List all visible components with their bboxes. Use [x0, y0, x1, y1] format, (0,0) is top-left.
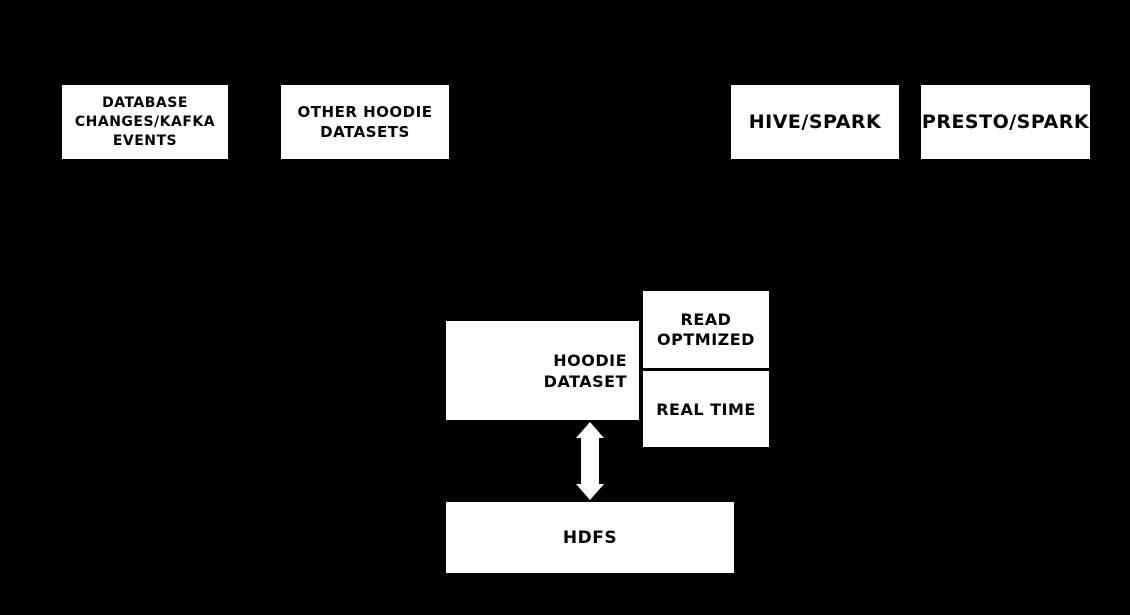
node-hoodie-dataset: HOODIE DATASET: [446, 321, 639, 420]
node-label: READ OPTMIZED: [657, 309, 755, 349]
node-hive-spark: HIVE/SPARK: [731, 85, 899, 159]
node-label: OTHER HOODIE DATASETS: [297, 103, 433, 141]
node-label: REAL TIME: [656, 399, 756, 419]
node-presto-spark: PRESTO/SPARK: [921, 85, 1090, 159]
vertical-double-arrow-icon: [576, 422, 604, 500]
node-label: PRESTO/SPARK: [921, 111, 1090, 133]
node-other-hoodie-datasets: OTHER HOODIE DATASETS: [281, 85, 449, 159]
node-read-optmized: READ OPTMIZED: [643, 291, 769, 368]
node-label: HDFS: [562, 527, 618, 548]
node-label: HOODIE DATASET: [543, 350, 627, 391]
node-label: DATABASE CHANGES/KAFKA EVENTS: [74, 94, 216, 149]
node-database-changes-kafka-events: DATABASE CHANGES/KAFKA EVENTS: [62, 85, 228, 159]
node-hdfs: HDFS: [446, 502, 734, 573]
node-real-time: REAL TIME: [643, 371, 769, 447]
node-label: HIVE/SPARK: [748, 111, 882, 133]
